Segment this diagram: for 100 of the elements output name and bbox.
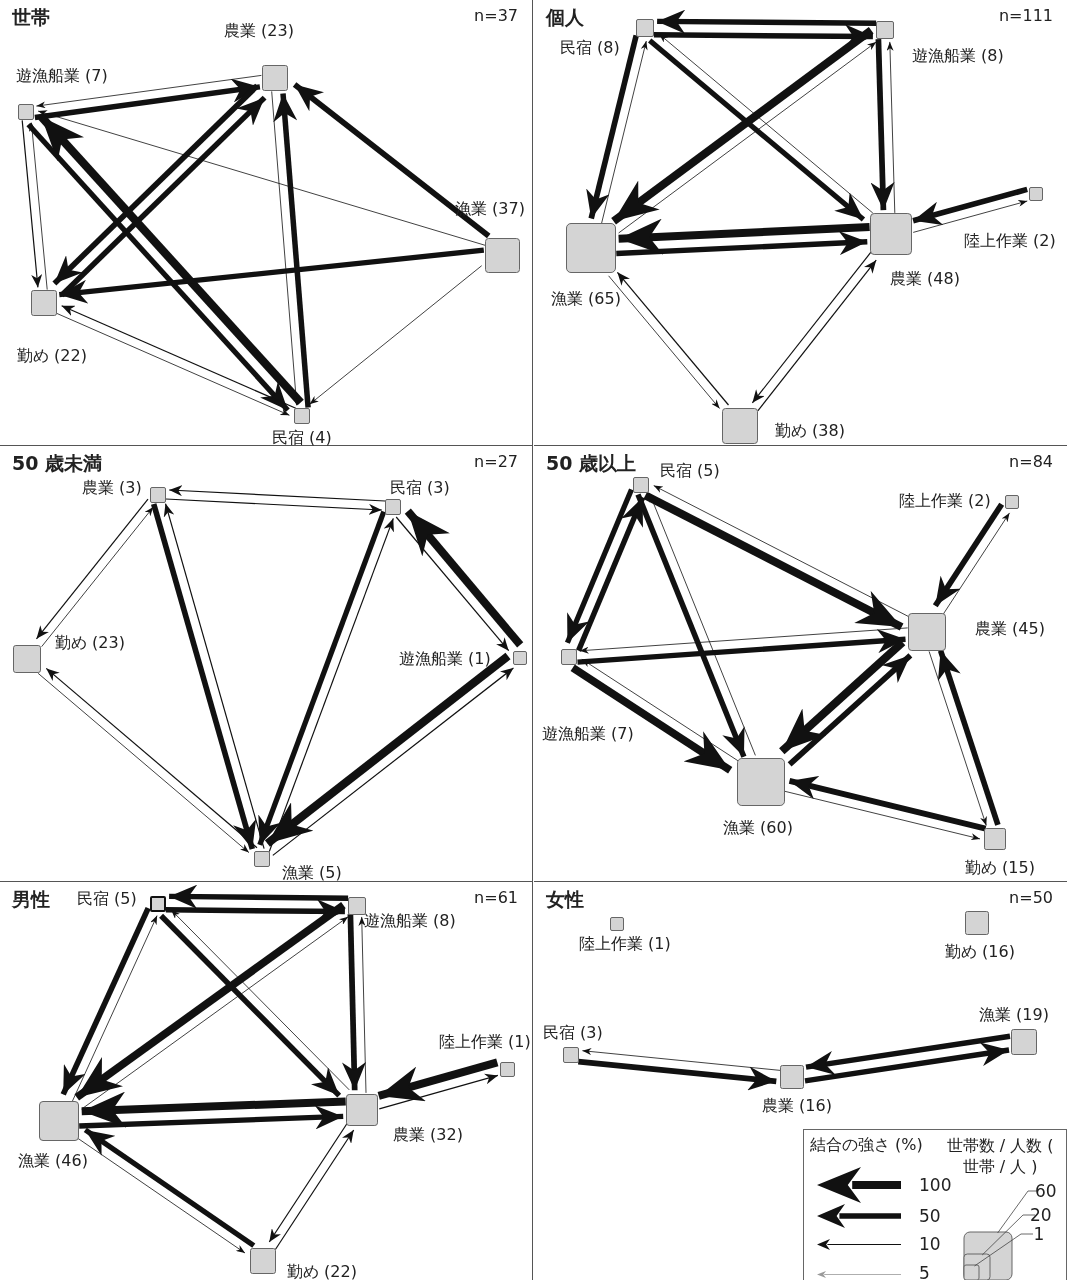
arrow [586,34,639,220]
occupation-label: 陸上作業 (1) [579,933,671,953]
arrow [34,78,261,121]
panel [0,445,533,881]
arrow [616,271,730,406]
arrow [804,1042,1010,1084]
arrow [273,93,311,408]
occupation-label: 陸上作業 (1) [439,1031,531,1051]
arrow [564,488,634,644]
occupation-label: 勤め (22) [17,345,87,365]
arrow [395,516,510,652]
occupation-label: 陸上作業 (2) [899,490,991,510]
occupation-label: 民宿 (5) [660,460,720,480]
occupation-label: 遊漁船業 (7) [542,723,634,743]
occupation-label: 農業 (32) [393,1124,463,1144]
arrow [21,119,43,288]
arrow [635,493,747,758]
arrow [937,649,1001,826]
occupation-label: 勤め (23) [55,632,125,652]
occupation-label: 勤め (38) [775,420,845,440]
sample-size-label: n=84 [1009,452,1053,471]
arrow [657,9,877,34]
occupation-label: 遊漁船業 (7) [16,65,108,85]
legend-label: 1 [1033,1224,1045,1244]
arrow [165,498,383,515]
arrow [912,186,1028,225]
occupation-label: 遊漁船業 (8) [364,910,456,930]
legend-label: 100 [919,1175,952,1195]
occupation-label: 漁業 (46) [18,1150,88,1170]
occupation-label: 勤め (22) [287,1261,357,1280]
arrow [168,485,386,502]
arrow [79,1105,344,1130]
occupation-label: 漁業 (19) [979,1004,1049,1024]
arrow [61,305,297,409]
sample-size-label: n=37 [474,6,518,25]
arrow [264,652,511,847]
occupation-label: 勤め (15) [965,857,1035,877]
occupation-label: 民宿 (3) [390,477,450,497]
arrow [757,259,877,412]
arrow [60,907,151,1096]
occupation-label: 漁業 (60) [723,817,793,837]
legend-label: 50 [919,1206,941,1226]
arrow [578,1058,777,1091]
panel-title: 個人 [546,6,584,28]
arrow [378,1073,499,1110]
occupation-label: 勤め (16) [945,941,1015,961]
legend-label: 60 [1035,1181,1057,1201]
panel-title: 50 歳未満 [12,452,103,474]
panel [534,881,1067,1280]
arrow [292,82,491,239]
arrow [268,517,394,853]
occupation-label: 民宿 (4) [272,427,332,447]
arrow [169,884,349,909]
occupation-label: 民宿 (5) [77,888,137,908]
arrow [257,510,387,846]
arrow [274,1129,355,1251]
arrow [805,1033,1011,1075]
occupation-label: 漁業 (65) [551,288,621,308]
sample-size-label: n=50 [1009,888,1053,907]
occupation-label: 農業 (48) [890,268,960,288]
arrow [870,39,895,211]
arrow [643,491,904,631]
arrow [59,247,485,304]
arrow [151,503,257,850]
occupation-label: 農業 (16) [762,1095,832,1115]
panel-title: 世帯 [12,6,50,28]
occupation-label: 農業 (45) [975,618,1045,638]
legend-label: 10 [919,1234,941,1254]
occupation-label: 民宿 (8) [560,37,620,57]
occupation-label: 漁業 (5) [282,862,342,882]
occupation-label: 遊漁船業 (8) [912,45,1004,65]
occupation-label: 民宿 (3) [543,1022,603,1042]
legend-heading: 結合の強さ (%) [810,1135,923,1154]
arrow [788,775,987,832]
occupation-label: 農業 (3) [82,477,142,497]
arrow [577,629,906,665]
occupation-label: 遊漁船業 (1) [399,648,491,668]
arrow [163,503,265,850]
arrow [342,914,366,1091]
sample-size-label: n=111 [998,6,1053,25]
panel-title: 女性 [546,888,584,910]
panel [0,881,533,1280]
occupation-label: 陸上作業 (2) [964,230,1056,250]
arrow [751,251,872,404]
arrow [616,231,868,257]
panel-title: 男性 [12,888,50,910]
legend-label: 5 [919,1263,930,1280]
arrow [272,667,515,856]
arrow [570,664,733,774]
arrow [52,83,260,286]
arrow [779,639,906,755]
sample-size-label: n=27 [474,452,518,471]
arrow [576,496,646,652]
arrow [377,1058,499,1102]
arrow [404,508,524,648]
arrow [787,653,913,767]
arrow [83,1127,256,1248]
occupation-label: 農業 (23) [224,20,294,40]
occupation-label: 漁業 (37) [455,198,525,218]
sample-size-label: n=61 [474,888,518,907]
